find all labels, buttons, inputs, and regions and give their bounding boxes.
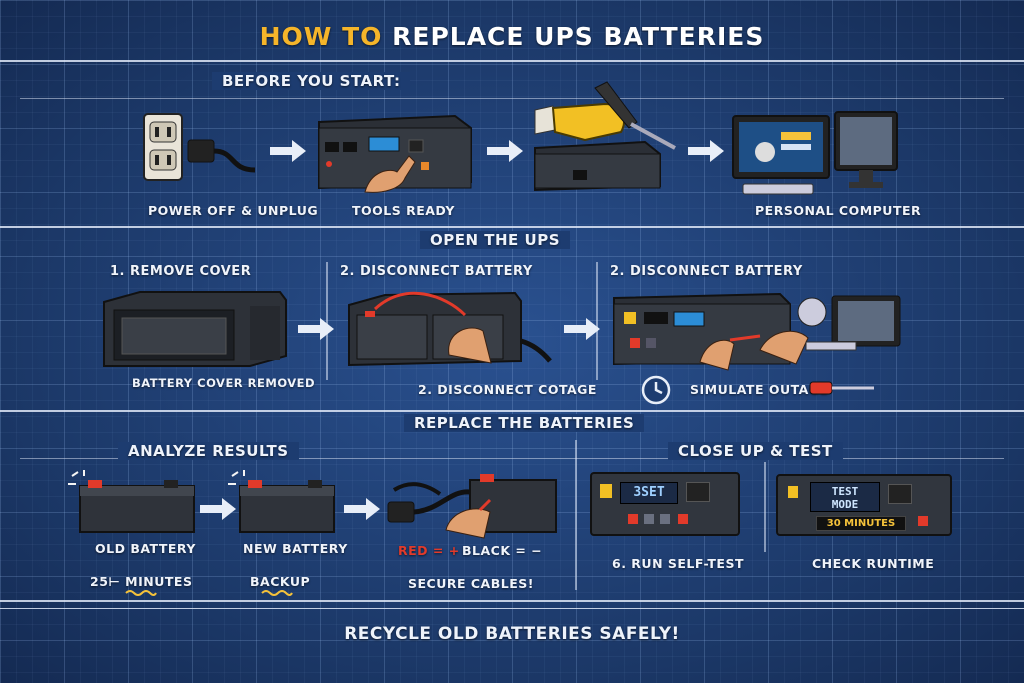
divider	[575, 440, 577, 590]
section-before: BEFORE YOU START:	[212, 72, 411, 90]
ups-runtime-unit: TEST MODE 30 MINUTES	[776, 474, 952, 536]
divider	[0, 608, 1024, 609]
section-open: OPEN THE UPS	[420, 231, 570, 249]
label-old-battery: OLD BATTERY	[95, 541, 196, 556]
lcd-display: 3SET	[620, 482, 678, 504]
divider	[0, 600, 1024, 602]
divider	[20, 458, 1004, 459]
runtime-badge: 30 MINUTES	[816, 516, 906, 531]
label-run-self-test: 6. RUN SELF-TEST	[612, 556, 744, 571]
ups-unit-icon	[318, 114, 472, 193]
computer-icon	[732, 111, 898, 195]
title-rest: REPLACE UPS BATTERIES	[392, 22, 765, 51]
label-minutes: 25⊢ MINUTES	[90, 574, 193, 589]
arrow-right-icon	[270, 140, 306, 162]
divider	[0, 410, 1024, 412]
open-step-disconnect-2: 2. DISCONNECT BATTERY	[610, 264, 803, 279]
label-check-runtime: CHECK RUNTIME	[812, 556, 935, 571]
probe-icon	[809, 381, 874, 395]
lcd-line-1: TEST	[831, 485, 859, 498]
old-battery-icon	[68, 470, 195, 533]
screwdriver-hand-icon	[534, 81, 676, 192]
page-title: HOW TO REPLACE UPS BATTERIES	[0, 22, 1024, 51]
clock-icon	[641, 375, 671, 405]
step-power-off: POWER OFF & UNPLUG	[148, 203, 319, 218]
label-new-battery: NEW BATTERY	[243, 541, 348, 556]
ups-simulate-outage-icon	[613, 292, 901, 371]
squiggle-icon	[125, 590, 157, 596]
divider	[20, 98, 1004, 99]
ups-self-test-unit: 3SET	[590, 472, 740, 536]
indicator-light	[788, 486, 798, 498]
label-secure-cables: SECURE CABLES!	[408, 576, 534, 591]
battery-cable-connect-icon	[387, 474, 557, 539]
section-analyze: ANALYZE RESULTS	[118, 442, 299, 460]
section-replace: REPLACE THE BATTERIES	[404, 414, 645, 432]
divider	[0, 226, 1024, 228]
new-battery-icon	[228, 470, 335, 533]
lcd-display: TEST MODE	[810, 482, 880, 512]
power-button	[888, 484, 912, 504]
lcd-line-2: MODE	[831, 498, 859, 511]
status-led	[918, 516, 928, 526]
squiggle-icon	[261, 590, 293, 596]
arrow-right-icon	[564, 318, 600, 340]
status-led	[628, 514, 638, 524]
outlet-plug-icon	[143, 113, 256, 181]
caption-disconnect-cotage: 2. DISCONNECT COTAGE	[418, 382, 597, 397]
arrow-right-icon	[344, 498, 380, 520]
section-close: CLOSE UP & TEST	[668, 442, 843, 460]
arrow-right-icon	[688, 140, 724, 162]
caption-cover-removed: BATTERY COVER REMOVED	[132, 376, 316, 390]
indicator-light	[600, 484, 612, 498]
divider	[0, 60, 1024, 62]
step-computer: PERSONAL COMPUTER	[755, 203, 922, 218]
status-led	[644, 514, 654, 524]
arrow-right-icon	[200, 498, 236, 520]
label-red-positive: RED = +	[398, 543, 460, 558]
footer-note: RECYCLE OLD BATTERIES SAFELY!	[344, 624, 680, 644]
open-step-disconnect: 2. DISCONNECT BATTERY	[340, 264, 533, 279]
caption-simulate-outage: SIMULATE OUTAGE	[690, 382, 829, 397]
open-step-remove-cover: 1. REMOVE COVER	[110, 264, 252, 279]
label-backup: BACKUP	[250, 574, 311, 589]
title-accent: HOW TO	[259, 22, 383, 51]
status-led	[678, 514, 688, 524]
ups-open-cover-icon	[103, 291, 287, 367]
ups-battery-disconnect-icon	[348, 291, 552, 367]
step-tools-ready: TOOLS READY	[352, 203, 455, 218]
divider	[326, 262, 328, 380]
arrow-right-icon	[487, 140, 523, 162]
label-black-negative: BLACK = −	[462, 543, 543, 558]
divider	[764, 462, 766, 552]
power-button	[686, 482, 710, 502]
status-led	[660, 514, 670, 524]
arrow-right-icon	[298, 318, 334, 340]
divider	[596, 262, 598, 380]
